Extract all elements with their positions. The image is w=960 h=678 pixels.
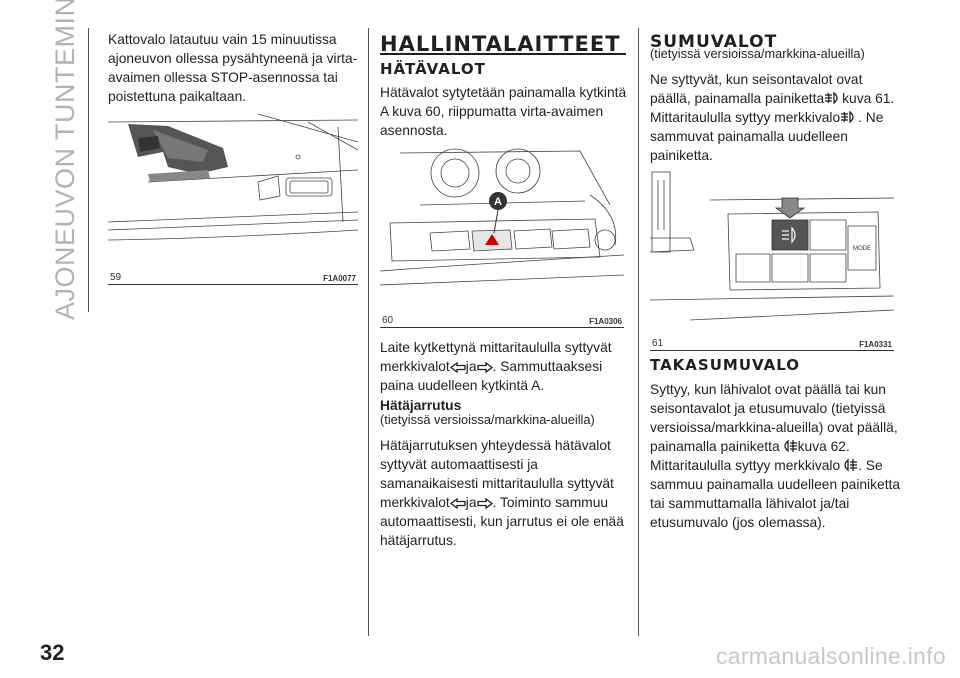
hazard-p2-text-a: Laite kytkettynä mittaritaululla syttyvä… (380, 340, 612, 374)
mode-button-label: MODE (853, 246, 871, 252)
section-heading: HALLINTALAITTEET (380, 32, 621, 56)
rear-fog-text-b: kuva 62. Mittaritaululla syttyy merkkiva… (650, 439, 850, 473)
heading-rule (380, 53, 626, 55)
front-fog-light-icon (841, 110, 854, 124)
watermark: carmanualsonline.info (715, 643, 946, 669)
rear-fog-heading: TAKASUMUVALO (650, 356, 800, 374)
figure-59-number: 59 (110, 272, 122, 283)
hazard-paragraph-2: Laite kytkettynä mittaritaululla syttyvä… (380, 338, 630, 395)
brake-p3-text-b: . Toiminto sammuu automaattisesti, kun j… (380, 495, 624, 548)
figure-61: MODE 61 F1A0331 (649, 170, 895, 351)
rear-fog-light-icon (783, 439, 797, 453)
figure-60-number: 60 (382, 315, 394, 326)
turn-left-indicator-icon (449, 362, 466, 373)
rear-fog-text-a: Syttyy, kun lähivalot ovat päällä tai ku… (650, 382, 898, 454)
section-side-title-text: AJONEUVON TUNTEMINEN (50, 0, 80, 320)
figure-59: 59 F1A0077 (107, 112, 359, 285)
fog-p1-text-a: Ne syttyvät, kun seisontavalot ovat pääl… (650, 72, 863, 106)
turn-right-indicator-icon (476, 498, 493, 509)
emergency-braking-paragraph: Hätäjarrutuksen yhteydessä hätävalot syt… (380, 436, 630, 550)
hazard-paragraph-1: Hätävalot sytytetään painamalla kytkintä… (380, 85, 627, 138)
fog-p1-text-c: . Ne sammuvat painamalla uudelleen paini… (650, 110, 884, 163)
rear-fog-paragraph: Syttyy, kun lähivalot ovat päällä tai ku… (650, 380, 905, 532)
hazard-p2-text-b: . Sammuttaaksesi paina uudelleen kytkint… (380, 359, 603, 393)
fog-lights-heading: SUMUVALOT (650, 32, 778, 52)
figure-61-code: F1A0331 (859, 340, 892, 349)
brake-p3-text-a: Hätäjarrutuksen yhteydessä hätävalot syt… (380, 438, 614, 510)
figure-61-number: 61 (652, 338, 664, 349)
subheading-hazard-lights: HÄTÄVALOT (380, 60, 486, 78)
front-fog-light-icon (825, 91, 838, 105)
hazard-p2-and: ja (465, 359, 477, 374)
figure-60-code: F1A0306 (589, 317, 622, 326)
switch-a-label: A (494, 196, 502, 208)
brake-p3-and: ja (465, 495, 477, 510)
fog-lights-note: (tietyissä versioissa/markkina-alueilla) (650, 46, 865, 61)
ceiling-lamp-illustration (107, 113, 359, 241)
column-divider-1 (368, 28, 369, 636)
turn-left-indicator-icon (449, 498, 466, 509)
rear-fog-light-icon (844, 458, 858, 472)
fog-light-switch-panel-illustration: MODE (649, 171, 895, 321)
page-number: 32 (40, 640, 65, 665)
figure-60: A 60 F1A0306 (379, 145, 625, 328)
column-divider-2 (638, 28, 639, 636)
dashboard-hazard-switch-illustration: A (379, 148, 625, 286)
section-side-title: AJONEUVON TUNTEMINEN (50, 0, 90, 320)
emergency-braking-title: Hätäjarrutus (380, 398, 462, 413)
rear-fog-text-c: . Se sammuu painamalla uudelleen painike… (650, 458, 901, 530)
left-margin-rule (88, 28, 89, 312)
intro-paragraph: Kattovalo latautuu vain 15 minuutissa aj… (108, 32, 358, 104)
figure-59-code: F1A0077 (323, 274, 356, 283)
turn-right-indicator-icon (476, 362, 493, 373)
emergency-braking-note: (tietyissä versioissa/markkina-alueilla) (380, 412, 595, 427)
fog-lights-paragraph: Ne syttyvät, kun seisontavalot ovat pääl… (650, 70, 905, 165)
fog-p1-text-b: kuva 61. Mittaritaululla syttyy merkkiva… (650, 91, 895, 125)
